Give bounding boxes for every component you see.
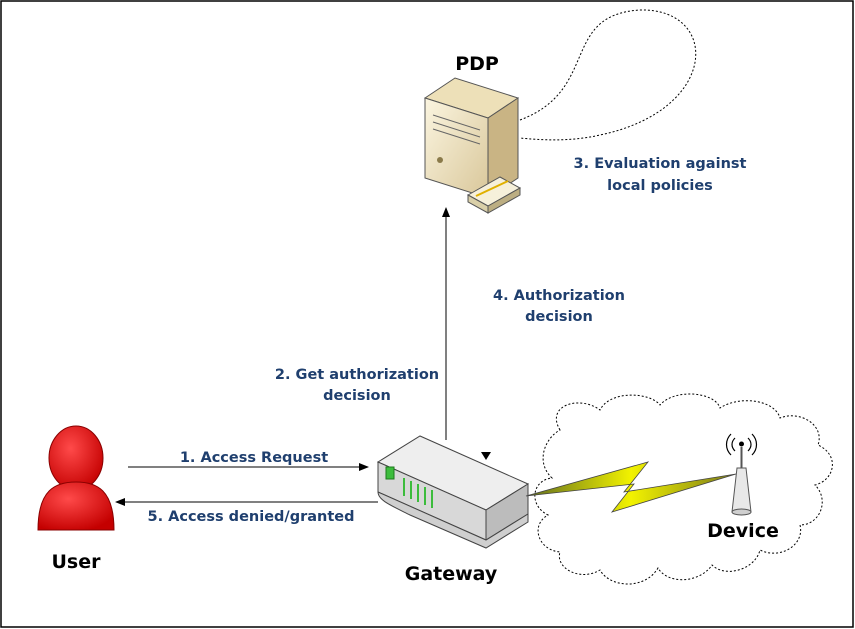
gateway-icon: [376, 435, 530, 549]
server-icon: [423, 77, 522, 214]
evaluation-loop: [519, 9, 697, 141]
user-icon: [37, 425, 115, 531]
access-result-label: 5. Access denied/granted: [147, 509, 354, 525]
authorization-decision-label-2: decision: [525, 309, 593, 325]
device-label: Device: [707, 520, 779, 542]
evaluation-label-2: local policies: [607, 178, 713, 194]
get-authorization-label: 2. Get authorization: [275, 367, 439, 383]
evaluation-label: 3. Evaluation against: [574, 156, 747, 172]
authorization-decision-label: 4. Authorization: [493, 288, 625, 304]
user-label: User: [52, 551, 102, 573]
access-request-label: 1. Access Request: [180, 450, 328, 466]
gateway-label: Gateway: [405, 563, 498, 585]
get-authorization-label-2: decision: [323, 388, 391, 404]
pdp-label: PDP: [455, 53, 499, 75]
device-antenna-icon: [725, 433, 758, 516]
